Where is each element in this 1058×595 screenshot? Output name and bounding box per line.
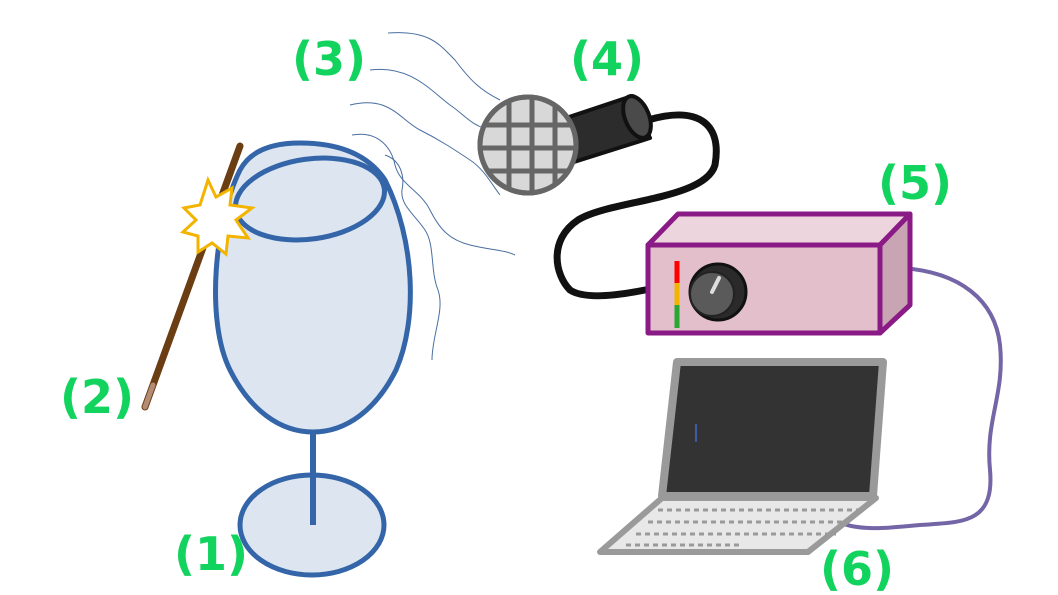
- label-glass: (1): [174, 527, 248, 581]
- label-interface: (5): [878, 156, 952, 210]
- label-stick: (2): [60, 370, 134, 424]
- laptop-icon: [600, 362, 883, 552]
- label-sound: (3): [292, 32, 366, 86]
- label-microphone: (4): [570, 32, 644, 86]
- label-laptop: (6): [820, 542, 894, 595]
- audio-interface-icon: [648, 214, 910, 333]
